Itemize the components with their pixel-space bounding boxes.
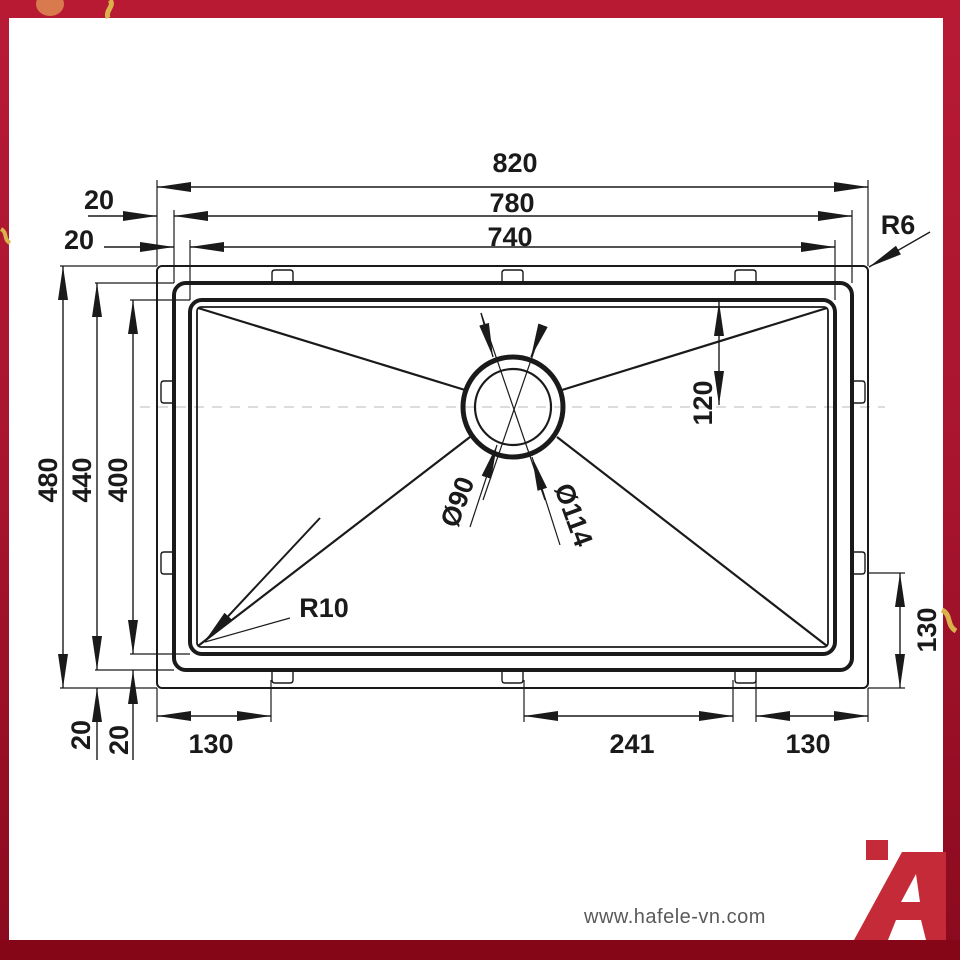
dim-label-241: 241 <box>609 729 654 759</box>
dim-label-r10: R10 <box>299 593 349 623</box>
dim-label-drain-inner: Ø90 <box>435 473 481 531</box>
sink-rim-outline <box>172 281 854 672</box>
dim-label-r6: R6 <box>881 210 916 240</box>
drain-outer-ring <box>460 354 566 460</box>
drain-inner-ring <box>473 367 553 447</box>
dim-label-740: 740 <box>487 222 532 252</box>
dim-label-bottom-offset-inner: 20 <box>104 725 134 755</box>
dim-label-480: 480 <box>33 457 63 502</box>
dim-label-130-left: 130 <box>188 729 233 759</box>
dim-label-120: 120 <box>688 380 718 425</box>
dim-label-bottom-offset-outer: 20 <box>66 720 96 750</box>
hafele-a-logo-icon <box>854 840 946 940</box>
confetti-decoration-icon <box>36 0 114 19</box>
dim-label-130-vertical: 130 <box>912 607 942 652</box>
outer-frame-outline <box>156 265 869 689</box>
dim-label-440: 440 <box>67 457 97 502</box>
confetti-ribbon-icon <box>0 227 12 245</box>
confetti-ribbon-icon <box>940 607 958 634</box>
bowl-inner-outline <box>196 306 829 648</box>
dim-label-820: 820 <box>492 148 537 178</box>
bowl-outline <box>188 298 837 656</box>
dim-label-400: 400 <box>103 457 133 502</box>
bottom-frame-bar <box>0 940 960 960</box>
dim-label-130-right: 130 <box>785 729 830 759</box>
mounting-clips <box>160 269 866 684</box>
dim-label-left-offset-inner: 20 <box>64 225 94 255</box>
website-url: www.hafele-vn.com <box>584 906 766 928</box>
drawing-sheet <box>9 18 943 940</box>
dim-label-780: 780 <box>489 188 534 218</box>
dim-label-left-offset-outer: 20 <box>84 185 114 215</box>
dim-label-drain-outer: Ø114 <box>548 479 598 550</box>
